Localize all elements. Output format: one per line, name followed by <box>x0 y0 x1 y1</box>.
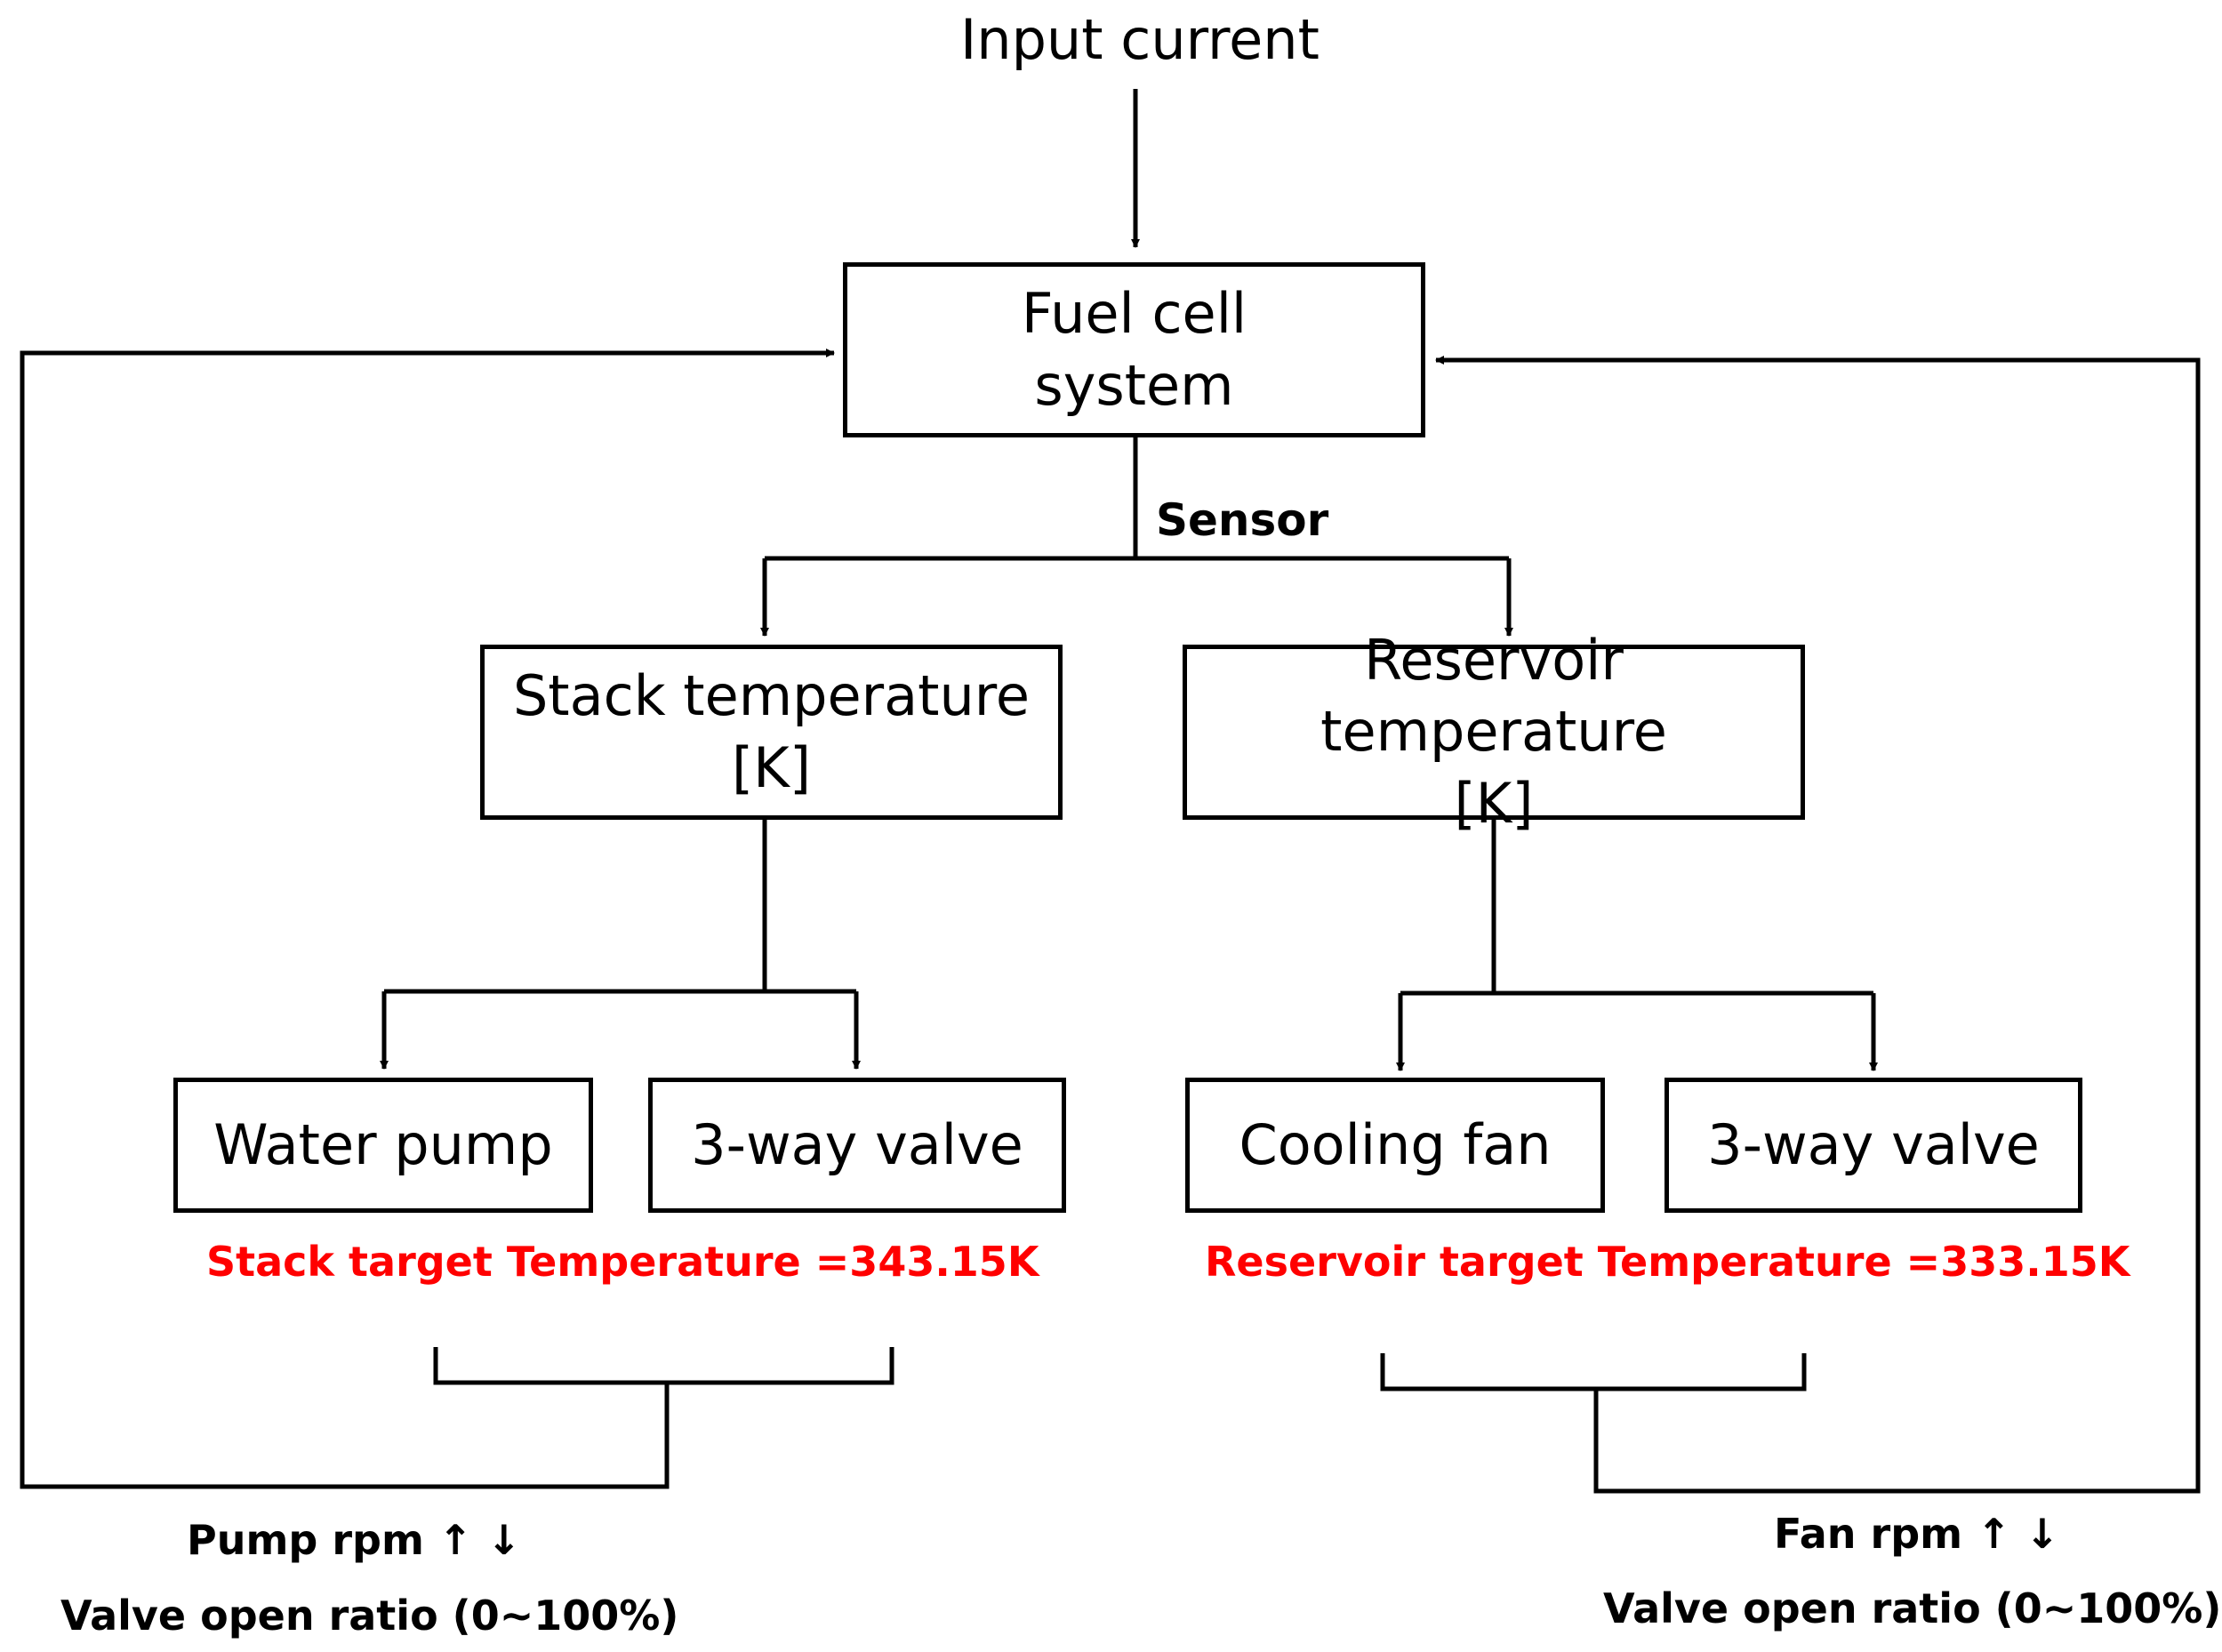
arrow-feedback-left <box>20 349 835 1489</box>
stack-temp-line2: [K] <box>731 734 812 800</box>
reservoir-temperature-box: Reservoir temperature [K] <box>1183 628 1805 836</box>
reservoir-temp-line1: Reservoir temperature <box>1320 627 1667 765</box>
fuel-cell-system-box: Fuel cell system <box>843 262 1425 437</box>
input-current-label: Input current <box>960 7 1320 72</box>
output-right-line1: Fan rpm ↑ ↓ <box>1774 1510 2060 1558</box>
cooling-fan-box: Cooling fan <box>1185 1078 1605 1213</box>
reservoir-target-temperature: Reservoir target Temperature =333.15K <box>1205 1238 2130 1286</box>
stack-temp-line1: Stack temperature <box>512 662 1031 728</box>
output-left-line2: Valve open ratio (0~100%) <box>60 1592 679 1640</box>
valve-left-label: 3-way valve <box>691 1111 1023 1177</box>
bracket-left <box>433 1347 894 1385</box>
valve-left-box: 3-way valve <box>648 1078 1066 1213</box>
stack-target-temperature: Stack target Temperature =343.15K <box>206 1238 1039 1286</box>
bracket-right <box>1380 1353 1807 1391</box>
sensor-label: Sensor <box>1156 494 1329 546</box>
valve-right-label: 3-way valve <box>1707 1111 2040 1177</box>
water-pump-label: Water pump <box>213 1111 553 1177</box>
water-pump-box: Water pump <box>173 1078 593 1213</box>
arrow-feedback-right <box>1435 356 2201 1494</box>
output-right-line2: Valve open ratio (0~100%) <box>1603 1584 2222 1632</box>
fuel-cell-line2: system <box>1034 352 1234 418</box>
fuel-cell-line1: Fuel cell <box>1021 280 1247 346</box>
output-left-line1: Pump rpm ↑ ↓ <box>187 1516 521 1564</box>
stack-temperature-box: Stack temperature [K] <box>480 645 1063 820</box>
cooling-fan-label: Cooling fan <box>1239 1111 1552 1177</box>
valve-right-box: 3-way valve <box>1664 1078 2082 1213</box>
reservoir-temp-line2: [K] <box>1454 770 1534 836</box>
